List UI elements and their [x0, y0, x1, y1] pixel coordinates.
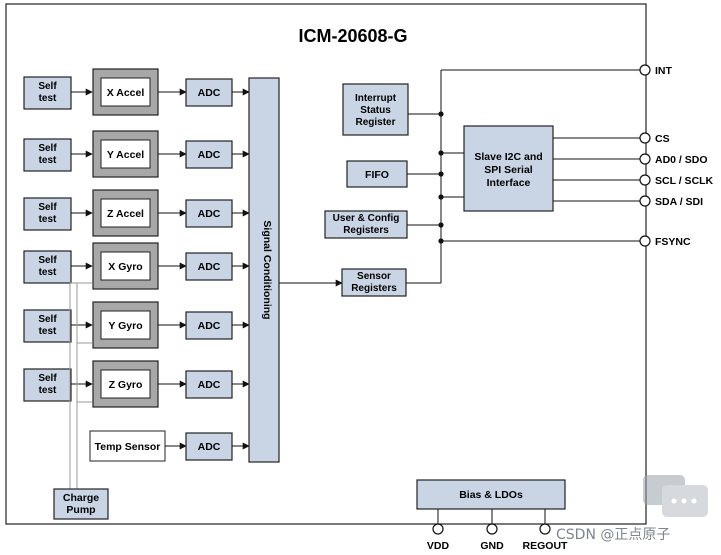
self-test-y-accel [23, 138, 72, 172]
sensor-x-accel [100, 77, 151, 107]
pin-label-vdd: VDD [427, 540, 450, 552]
pin-label-regout: REGOUT [523, 540, 569, 552]
self-test-y-gyro [23, 309, 72, 343]
sensor-label-x-gyro: X Gyro [108, 261, 142, 273]
adc-x-gyro [185, 252, 233, 281]
pin-sda-sdi [639, 195, 651, 207]
pin-label-gnd: GND [480, 540, 504, 552]
adc-label: ADC [198, 149, 221, 161]
pin-label-cs: CS [655, 133, 670, 145]
signal-conditioning-label: Signal Conditioning [261, 220, 273, 319]
pin-fsync [639, 235, 651, 247]
pin-regout [539, 523, 551, 535]
adc-temp-label: ADC [198, 441, 221, 453]
pin-int [639, 64, 651, 76]
signal-conditioning-block [248, 77, 280, 463]
chat-bubble-icon [643, 475, 708, 517]
sensor-label-x-accel: X Accel [107, 87, 145, 99]
pin-scl-sclk [639, 174, 651, 186]
sensor-label-y-accel: Y Accel [107, 149, 144, 161]
sensor-registers [341, 268, 407, 297]
adc-label: ADC [198, 87, 221, 99]
pin-label-scl-sclk: SCL / SCLK [655, 175, 714, 187]
sensor-y-accel [100, 139, 151, 169]
user-config-registers [324, 210, 408, 239]
adc-label: ADC [198, 379, 221, 391]
bias-ldos-block [416, 479, 566, 510]
adc-z-gyro [185, 370, 233, 399]
self-test-x-accel [23, 76, 72, 110]
sensor-label-z-gyro: Z Gyro [109, 379, 143, 391]
pin-vdd [432, 523, 444, 535]
adc-z-accel [185, 199, 233, 228]
self-test-z-gyro [23, 368, 72, 402]
chip-title: ICM-20608-G [298, 26, 407, 46]
self-test-x-gyro [23, 250, 72, 284]
sensor-y-gyro [100, 310, 151, 340]
pin-gnd [486, 523, 498, 535]
fifo-label: FIFO [365, 169, 389, 181]
sensor-label-z-accel: Z Accel [107, 208, 144, 220]
adc-y-gyro [185, 311, 233, 340]
pin-cs [639, 132, 651, 144]
adc-label: ADC [198, 208, 221, 220]
sensor-label-y-gyro: Y Gyro [108, 320, 142, 332]
charge-pump-block [53, 488, 109, 520]
serial-interface-block [463, 125, 554, 212]
watermark-text: CSDN @正点原子 [556, 527, 670, 543]
adc-label: ADC [198, 320, 221, 332]
pin-label-int: INT [655, 65, 673, 77]
pin-label-ad0-sdo: AD0 / SDO [655, 154, 708, 166]
temp-sensor-block [89, 430, 166, 462]
bias-ldos-label: Bias & LDOs [459, 489, 523, 501]
pin-label-fsync: FSYNC [655, 236, 691, 248]
pin-label-sda-sdi: SDA / SDI [655, 196, 703, 208]
sensor-z-gyro [100, 369, 151, 399]
temp-sensor-label: Temp Sensor [95, 441, 161, 453]
interrupt-status-register [342, 83, 409, 136]
pin-ad0-sdo [639, 153, 651, 165]
adc-label: ADC [198, 261, 221, 273]
adc-temp [185, 432, 233, 461]
sensor-z-accel [100, 198, 151, 228]
adc-y-accel [185, 140, 233, 169]
sensor-x-gyro [100, 251, 151, 281]
self-test-z-accel [23, 197, 72, 231]
